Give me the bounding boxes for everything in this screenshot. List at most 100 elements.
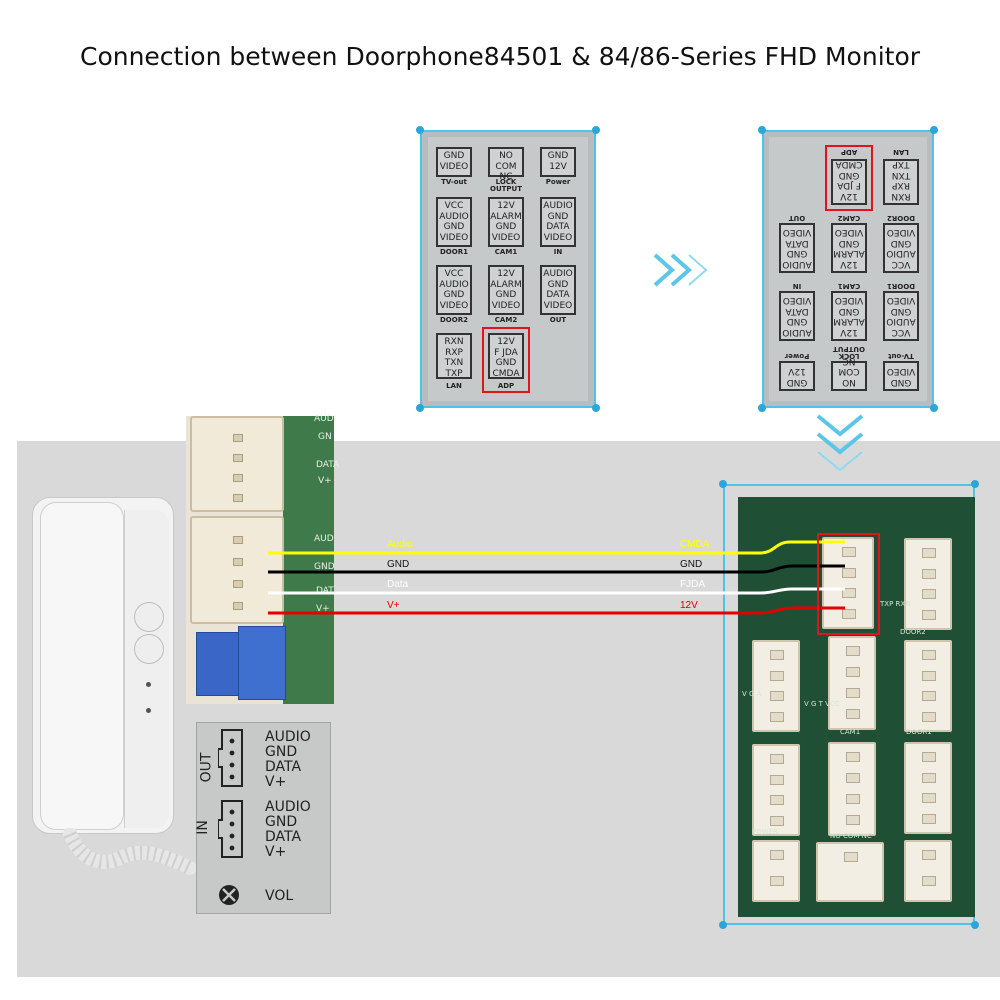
connector-pin	[922, 568, 936, 579]
handset-receiver	[40, 502, 124, 830]
pin-group-caption: Power	[545, 178, 571, 186]
monitor-silk-text: DOOR1	[906, 728, 932, 736]
monitor-silk-text: DOOR2	[900, 628, 926, 636]
frame-corner-dot	[416, 404, 424, 412]
connector-pin	[842, 608, 856, 619]
monitor-connector	[752, 744, 800, 836]
monitor-connector	[828, 742, 876, 836]
monitor-connector	[904, 840, 952, 902]
gnd-wire	[268, 564, 845, 574]
pin-group-caption: CAM2	[494, 316, 518, 324]
wire-label-cmda: CMDA	[680, 539, 710, 550]
wire-label-vplus: V+	[387, 600, 400, 611]
monitor-silk-text: CAM1	[840, 728, 861, 736]
connector-pin	[233, 454, 243, 462]
connector-pin	[922, 772, 936, 783]
pcb-silk-text: AUDI	[314, 414, 337, 424]
connector-pin	[922, 711, 936, 722]
connector-pin	[922, 813, 936, 824]
pin-label-box: 12V ALARM GND VIDEO	[488, 197, 524, 247]
in-connector-icon	[218, 800, 243, 858]
connector-pin	[233, 474, 243, 482]
indicator-led	[146, 708, 151, 713]
frame-corner-dot	[416, 126, 424, 134]
connector-pin	[770, 670, 784, 681]
pin-label-box: VCC AUDIO GND VIDEO	[436, 265, 472, 315]
connector-pin	[770, 650, 784, 660]
connector-pin	[922, 793, 936, 803]
pin-label-box: GND 12V	[540, 147, 576, 177]
wire-label-audio: Audio	[387, 539, 413, 550]
wire-label-gnd-right: GND	[680, 559, 703, 570]
connector-pin	[922, 670, 936, 681]
pcb-silk-text: GND	[314, 562, 335, 572]
connector-pin	[922, 548, 936, 558]
audio-wire	[268, 540, 845, 555]
pin-group-caption: DOOR1	[440, 248, 468, 256]
pin-label-box: GND VIDEO	[436, 147, 472, 177]
adp-connector-highlight	[817, 533, 880, 635]
connector-pin	[233, 580, 243, 588]
out-pin-list: AUDIO GND DATA V+	[265, 729, 311, 790]
pin-label-box: 12V ALARM GND VIDEO	[488, 265, 524, 315]
chevron-right-icon	[653, 253, 708, 287]
call-button[interactable]	[134, 634, 164, 664]
connector-pin	[922, 876, 936, 886]
monitor-connector	[904, 538, 952, 630]
connector-bottom	[190, 516, 284, 624]
handset-rest	[124, 510, 169, 828]
connector-pin	[846, 815, 860, 825]
monitor-connector	[904, 640, 952, 732]
pcb-silk-text: DAT	[316, 586, 334, 596]
pin-group-caption: LAN	[446, 382, 462, 390]
pin-label-box: NO COM NC	[488, 147, 524, 182]
connector-pin	[770, 711, 784, 722]
volume-icon	[219, 885, 239, 905]
pcb-silk-text: V+	[318, 476, 332, 486]
pin-group-caption: TV-out	[441, 178, 467, 186]
monitor-connector	[752, 640, 800, 732]
volume-label: VOL	[265, 888, 294, 904]
monitor-connector	[816, 842, 884, 902]
pin-group-caption: OUT	[549, 316, 567, 324]
pcb-board	[283, 416, 334, 704]
pin-label-box: RXN RXP TXN TXP	[436, 333, 472, 379]
frame-corner-dot	[592, 126, 600, 134]
frame-corner-dot	[971, 480, 979, 488]
connector-pin	[846, 688, 860, 698]
monitor-silk-text: V G A	[742, 690, 762, 698]
connector-pin	[922, 650, 936, 660]
monitor-silk-text: POWER	[752, 828, 778, 836]
pin-group-caption: ADP	[497, 382, 515, 390]
connector-pin	[842, 567, 856, 578]
frame-corner-dot	[971, 921, 979, 929]
volume-potentiometer	[196, 632, 240, 696]
pin-group-caption: CAM1	[494, 248, 518, 256]
frame-corner-dot	[719, 921, 727, 929]
connector-pin	[922, 752, 936, 762]
connector-pin	[846, 667, 860, 677]
in-pin-list: AUDIO GND DATA V+	[265, 799, 311, 860]
coiled-cord	[63, 828, 197, 875]
monitor-connector	[904, 742, 952, 834]
pin-group-caption: IN	[553, 248, 563, 256]
connector-pin	[842, 547, 856, 557]
monitor-silk-text: TXP RXN	[880, 600, 911, 608]
terminal-block	[238, 626, 286, 700]
monitor-connector	[752, 840, 800, 902]
connector-pin	[842, 588, 856, 598]
pin-group-caption: DOOR2	[440, 316, 468, 324]
monitor-silk-text: V G T VCC	[804, 700, 840, 708]
pin-label-box: AUDIO GND DATA VIDEO	[540, 197, 576, 247]
connector-pin	[233, 602, 243, 610]
pin-label-box: AUDIO GND DATA VIDEO	[540, 265, 576, 315]
connector-pin	[770, 795, 784, 805]
connector-pin	[922, 609, 936, 620]
unlock-button[interactable]	[134, 602, 164, 632]
pin-label-box: 12V F JDA GND CMDA	[488, 333, 524, 379]
wire-label-12v: 12V	[680, 600, 698, 611]
connector-pin	[922, 691, 936, 701]
connector-pin	[846, 646, 860, 656]
connector-pin	[846, 773, 860, 783]
